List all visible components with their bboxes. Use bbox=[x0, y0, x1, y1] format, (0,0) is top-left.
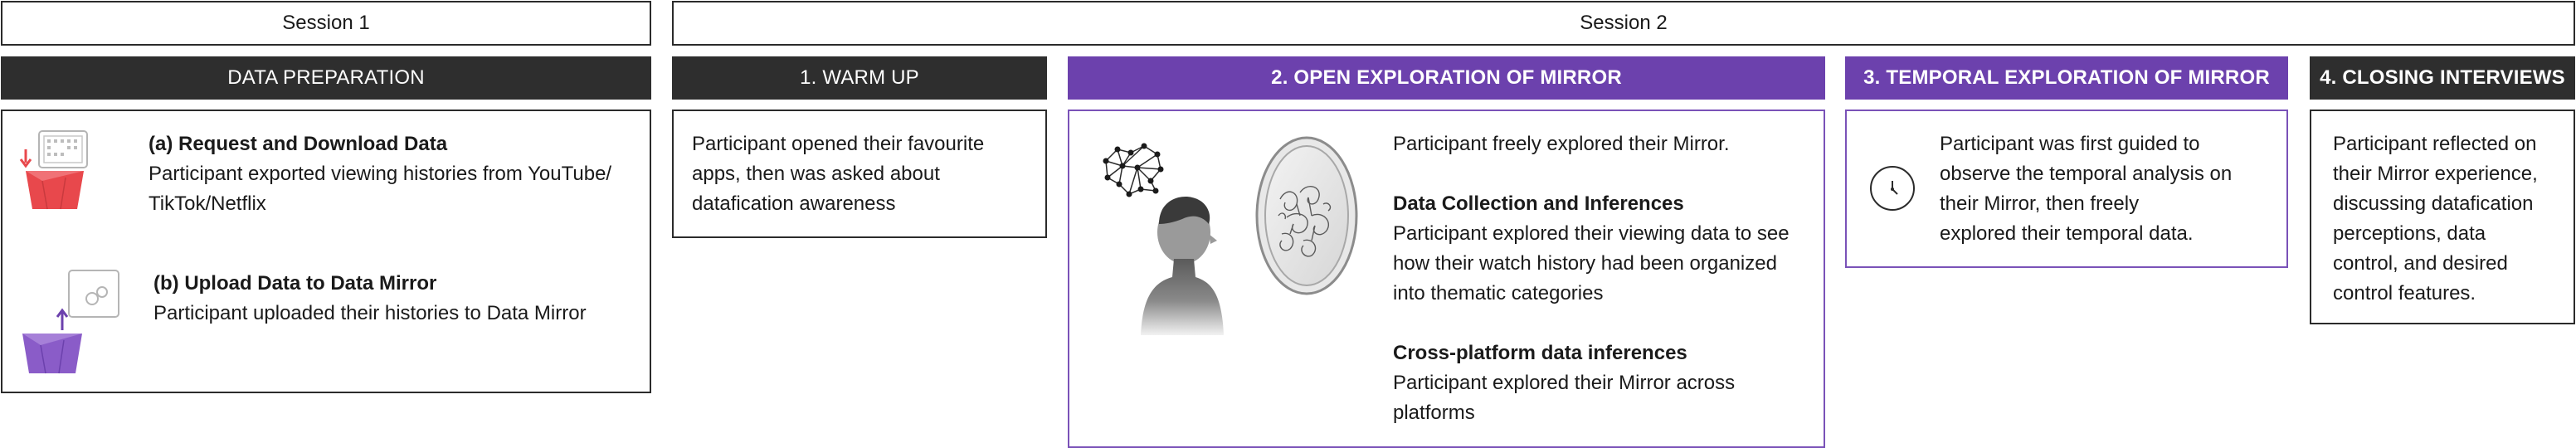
mirror-icon bbox=[1255, 136, 1358, 295]
closing-line6: control features. bbox=[2333, 282, 2476, 304]
prep-step-b: (b) Upload Data to Data Mirror Participa… bbox=[153, 269, 643, 329]
temporal-line2: observe the temporal analysis on bbox=[1940, 163, 2233, 185]
data-collection-line3: into thematic categories bbox=[1393, 282, 1604, 304]
warm-up-line2: apps, then was asked about bbox=[692, 163, 940, 185]
phase-open-exploration-label: 2. OPEN EXPLORATION OF MIRROR bbox=[1271, 66, 1622, 89]
phase-closing-interviews-label: 4. CLOSING INTERVIEWS bbox=[2320, 66, 2565, 89]
prep-step-a-body-line2: TikTok/Netflix bbox=[149, 192, 266, 215]
closing-line4: perceptions, data bbox=[2333, 222, 2486, 245]
prep-step-b-title: (b) Upload Data to Data Mirror bbox=[153, 272, 437, 295]
open-intro: Participant freely explored their Mirror… bbox=[1393, 133, 1730, 155]
data-collection-line1: Participant explored their viewing data … bbox=[1393, 222, 1790, 245]
warm-up-line1: Participant opened their favourite bbox=[692, 133, 985, 155]
prep-step-a-body-line1: Participant exported viewing histories f… bbox=[149, 163, 612, 185]
closing-line5: control, and desired bbox=[2333, 252, 2508, 275]
network-brain-icon bbox=[1103, 143, 1164, 197]
temporal-line4: explored their temporal data. bbox=[1940, 222, 2194, 245]
takeout-box-upload-icon bbox=[22, 270, 119, 374]
phase-data-preparation: DATA PREPARATION bbox=[1, 56, 651, 100]
session-2-label: Session 2 bbox=[1580, 12, 1668, 34]
phase-temporal-exploration-label: 3. TEMPORAL EXPLORATION OF MIRROR bbox=[1863, 66, 2270, 89]
open-exploration-card: Participant freely explored their Mirror… bbox=[1068, 110, 1825, 448]
data-collection-title: Data Collection and Inferences bbox=[1393, 192, 1684, 215]
temporal-line1: Participant was first guided to bbox=[1940, 133, 2200, 155]
prep-step-a-title: (a) Request and Download Data bbox=[149, 133, 448, 155]
clock-icon bbox=[1870, 166, 1915, 211]
person-silhouette-icon bbox=[1141, 197, 1224, 335]
temporal-text: Participant was first guided to observe … bbox=[1940, 129, 2280, 249]
session-1-label: Session 1 bbox=[282, 12, 370, 34]
prep-step-b-body: Participant uploaded their histories to … bbox=[153, 302, 587, 324]
cross-platform-title: Cross-platform data inferences bbox=[1393, 342, 1687, 364]
data-preparation-card: (a) Request and Download Data Participan… bbox=[1, 110, 651, 393]
warm-up-text: Participant opened their favourite apps,… bbox=[692, 129, 1040, 219]
closing-text: Participant reflected on their Mirror ex… bbox=[2333, 129, 2574, 309]
data-collection-line2: how their watch history had been organiz… bbox=[1393, 252, 1777, 275]
open-spacer-2 bbox=[1393, 309, 1816, 338]
phase-open-exploration: 2. OPEN EXPLORATION OF MIRROR bbox=[1068, 56, 1825, 100]
cross-platform-line2: platforms bbox=[1393, 402, 1475, 424]
takeout-box-download-icon bbox=[19, 130, 88, 210]
prep-step-a: (a) Request and Download Data Participan… bbox=[149, 129, 646, 219]
closing-line1: Participant reflected on bbox=[2333, 133, 2537, 155]
closing-line2: their Mirror experience, bbox=[2333, 163, 2538, 185]
session-2-header: Session 2 bbox=[672, 1, 2575, 46]
phase-data-preparation-label: DATA PREPARATION bbox=[227, 66, 425, 89]
session-1-header: Session 1 bbox=[1, 1, 651, 46]
temporal-exploration-card: Participant was first guided to observe … bbox=[1845, 110, 2288, 268]
open-exploration-text: Participant freely explored their Mirror… bbox=[1393, 129, 1816, 428]
phase-closing-interviews: 4. CLOSING INTERVIEWS bbox=[2310, 56, 2575, 100]
closing-interviews-card: Participant reflected on their Mirror ex… bbox=[2310, 110, 2575, 324]
phase-warm-up: 1. WARM UP bbox=[672, 56, 1047, 100]
warm-up-card: Participant opened their favourite apps,… bbox=[672, 110, 1047, 238]
phase-warm-up-label: 1. WARM UP bbox=[800, 66, 919, 89]
open-spacer-1 bbox=[1393, 159, 1816, 189]
cross-platform-line1: Participant explored their Mirror across bbox=[1393, 372, 1736, 394]
phase-temporal-exploration: 3. TEMPORAL EXPLORATION OF MIRROR bbox=[1845, 56, 2288, 100]
closing-line3: discussing datafication bbox=[2333, 192, 2534, 215]
temporal-line3: their Mirror, then freely bbox=[1940, 192, 2140, 215]
warm-up-line3: datafication awareness bbox=[692, 192, 896, 215]
